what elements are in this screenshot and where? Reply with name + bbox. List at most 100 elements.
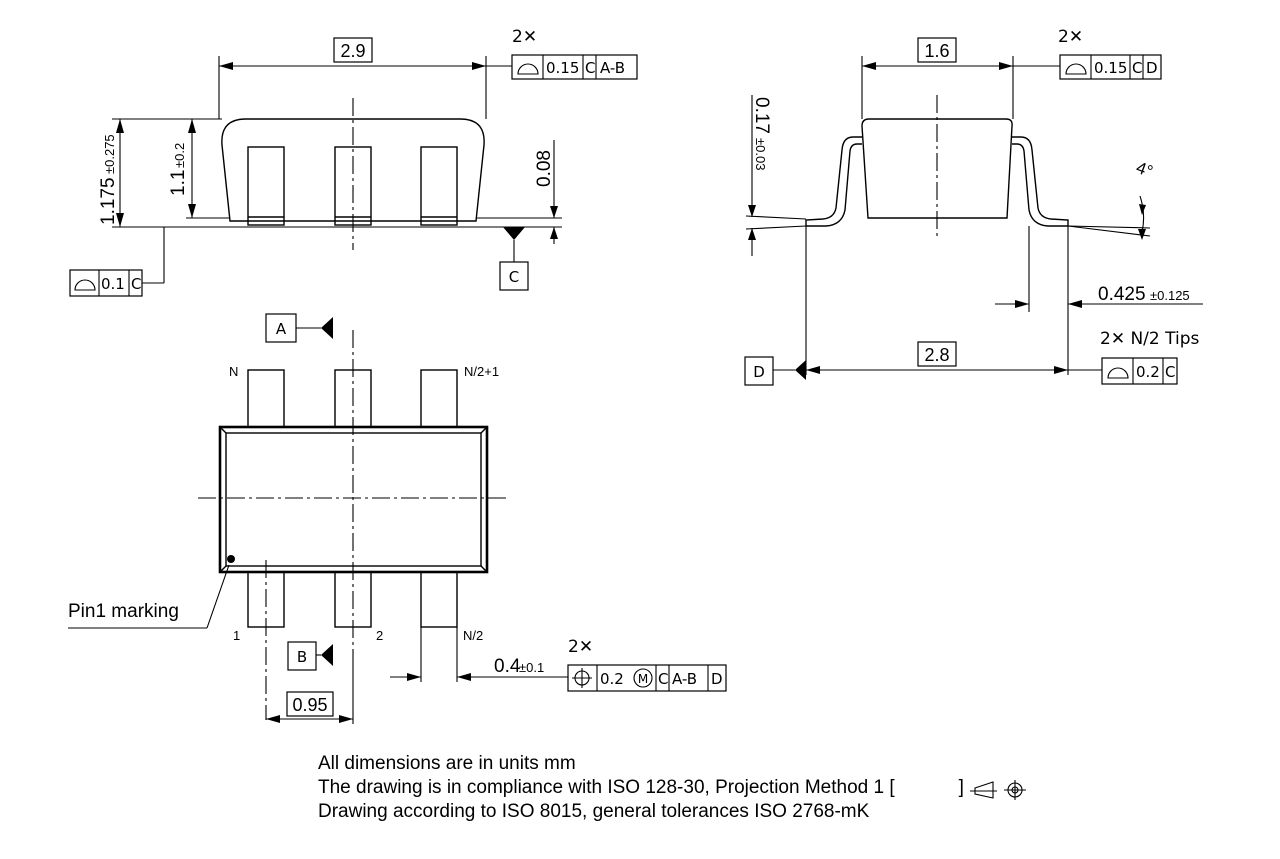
pin-label-1: 1 [233, 628, 240, 643]
lead-width-tolerance: ±0.1 [519, 660, 544, 675]
basic-dimension-box [286, 691, 334, 717]
fcf-datum-1: C [1132, 59, 1142, 77]
feature-control-frame [1059, 54, 1162, 80]
pin-label-n2: N/2 [463, 628, 483, 643]
note-units: All dimensions are in units mm [318, 753, 576, 774]
datum-a-triangle [321, 317, 333, 339]
plan-lead-bottom-3 [420, 571, 458, 628]
arrowhead [550, 206, 558, 218]
body-height-tolerance: ±0.2 [172, 143, 187, 168]
body-height-value: 1.1 [168, 170, 189, 196]
side-body-outline [861, 118, 1013, 219]
height-value: 1.175 [98, 177, 119, 225]
fcf-tolerance: 0.2 [600, 670, 624, 688]
angle-dimension: 4° [1134, 158, 1156, 181]
fcf-tolerance: 0.15 [1094, 59, 1127, 77]
note-projection-close: ] [958, 777, 964, 798]
arrowhead [1054, 366, 1068, 374]
feature-control-frame-top [511, 54, 638, 80]
arrowhead [1139, 204, 1146, 215]
plan-body-chamfer [219, 426, 227, 434]
side-lead-right [1012, 136, 1069, 227]
fcf-datum-1: C [585, 59, 595, 77]
plan-body-chamfer [480, 426, 488, 434]
datum-b-triangle [321, 644, 333, 666]
arrowhead [748, 228, 756, 240]
position-icon [572, 668, 592, 688]
arrowhead [999, 62, 1013, 70]
drawing-notes: All dimensions are in units mm The drawi… [318, 752, 1078, 824]
lead-width-value: 0.4 [494, 656, 521, 677]
fcf-count-label: 2✕ [568, 637, 593, 657]
arrowhead [862, 62, 876, 70]
fcf-tolerance: 0.15 [546, 59, 579, 77]
profile-of-surface-icon [1065, 63, 1087, 75]
profile-of-surface-icon [74, 279, 96, 291]
foot-length-tolerance: ±0.125 [1150, 288, 1190, 303]
feature-control-frame-tips [1101, 357, 1178, 385]
arrowhead [472, 62, 486, 70]
fcf-datum-2: D [1146, 59, 1158, 77]
datum-a-box [265, 313, 297, 343]
note-projection: The drawing is in compliance with ISO 12… [318, 776, 1078, 800]
extension-line [1067, 225, 1151, 237]
pin1-marking-label: Pin1 marking [68, 601, 179, 622]
fcf-count-label: 2✕ [512, 27, 537, 47]
note-projection-text: The drawing is in compliance with ISO 12… [318, 777, 895, 798]
arrowhead [219, 62, 233, 70]
fcf-datum-1: C [658, 670, 668, 688]
fcf-datum: C [131, 275, 141, 293]
extension-line [745, 225, 807, 230]
datum-d-label: D [753, 363, 765, 381]
basic-dimension-box [917, 341, 957, 367]
fcf-datum-2: A-B [600, 59, 625, 77]
fcf-tolerance: 0.1 [101, 275, 125, 293]
fcf-count-label: 2✕ [1058, 27, 1083, 47]
standoff-dimension: 0.08 [534, 150, 555, 187]
datum-d-triangle [795, 360, 806, 380]
arrowhead [116, 213, 124, 227]
datum-a-label: A [276, 320, 287, 338]
plan-view: A B N N/2+1 1 2 N/2 Pin1 marking 0.95 0.… [68, 313, 727, 724]
datum-b-box [287, 641, 317, 671]
feature-control-frame-bottom [69, 269, 143, 297]
arrowhead [339, 715, 353, 723]
datum-c-triangle [503, 227, 525, 240]
fcf-tolerance: 0.2 [1136, 363, 1160, 381]
arrowhead [1138, 229, 1146, 240]
arrowhead [1015, 300, 1029, 308]
pin-label-2: 2 [376, 628, 383, 643]
front-body-outline [221, 118, 485, 222]
pin1-leader [206, 564, 230, 629]
height-tolerance: ±0.275 [102, 134, 117, 174]
front-lead-1 [247, 146, 285, 226]
span-dimension: 2.8 [924, 345, 949, 365]
arrowhead [748, 205, 756, 217]
side-view: 1.6 2✕ 0.15 C D 0.17 ±0.03 4° 0.42 [744, 27, 1203, 386]
arrowhead [188, 119, 196, 133]
width-dimension: 1.6 [924, 41, 949, 61]
side-lead-left [805, 136, 862, 227]
basic-dimension-box [333, 37, 373, 63]
pin-label-n2-plus-1: N/2+1 [464, 364, 499, 379]
arrowhead [266, 715, 280, 723]
profile-of-surface-icon [517, 63, 539, 75]
first-angle-projection-icon [970, 780, 1026, 800]
datum-c-label: C [509, 268, 519, 286]
thickness-tolerance: ±0.03 [753, 138, 768, 170]
datum-c-box [499, 261, 529, 291]
basic-dimension-box [917, 37, 957, 63]
arrowhead [806, 366, 820, 374]
angle-arc [1139, 195, 1145, 233]
plan-lead-top-3 [420, 369, 458, 428]
pin-label-n: N [229, 364, 238, 379]
arrowhead [457, 673, 471, 681]
length-dimension: 2.9 [340, 41, 365, 61]
tips-label: 2✕ N/2 Tips [1100, 329, 1200, 349]
front-lead-3 [420, 146, 458, 226]
front-view: 2.9 2✕ 0.15 C A-B 1.175 ±0.275 1.1 ±0.2 [69, 27, 638, 297]
arrowhead [116, 119, 124, 133]
extension-line [1067, 225, 1151, 229]
datum-b-label: B [297, 648, 307, 666]
